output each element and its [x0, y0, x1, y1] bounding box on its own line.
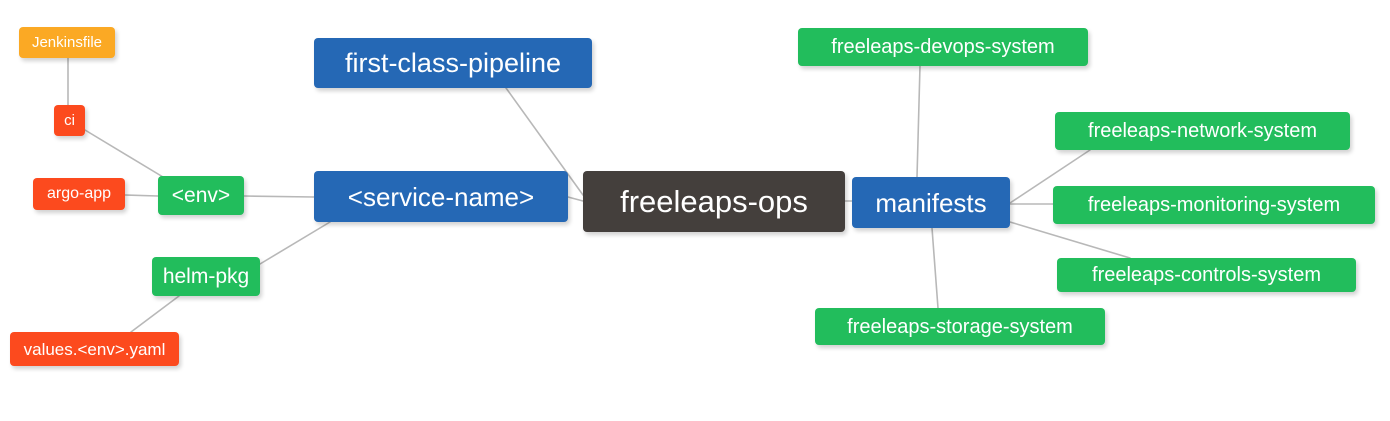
- edge-env-to-ci: [84, 129, 169, 181]
- edge-helm-pkg-to-values-env-yaml: [130, 295, 180, 333]
- node-label-freeleaps-network-system: freeleaps-network-system: [1088, 120, 1317, 142]
- node-label-first-class-pipeline: first-class-pipeline: [344, 47, 562, 78]
- edge-manifests-to-freeleaps-storage-system: [931, 227, 939, 309]
- node-values-env-yaml[interactable]: values.<env>.yaml: [10, 332, 179, 366]
- node-freeleaps-controls-system[interactable]: freeleaps-controls-system: [1057, 258, 1356, 292]
- node-label-helm-pkg: helm-pkg: [162, 265, 250, 288]
- edge-env-to-argo-app: [124, 194, 159, 197]
- node-helm-pkg[interactable]: helm-pkg: [152, 257, 260, 296]
- node-freeleaps-devops-system[interactable]: freeleaps-devops-system: [798, 28, 1088, 66]
- node-label-freeleaps-devops-system: freeleaps-devops-system: [831, 36, 1055, 58]
- node-env[interactable]: <env>: [158, 176, 244, 215]
- node-argo-app[interactable]: argo-app: [33, 178, 125, 210]
- edge-manifests-to-freeleaps-controls-system: [1009, 221, 1131, 259]
- node-label-freeleaps-storage-system: freeleaps-storage-system: [847, 315, 1073, 338]
- edge-freeleaps-ops-to-service-name: [567, 196, 584, 202]
- node-freeleaps-ops[interactable]: freeleaps-ops: [583, 171, 845, 232]
- node-label-freeleaps-monitoring-system: freeleaps-monitoring-system: [1087, 194, 1341, 216]
- edge-service-name-to-env: [243, 195, 315, 198]
- node-label-jenkinsfile: Jenkinsfile: [31, 34, 103, 51]
- edge-service-name-to-helm-pkg: [259, 221, 331, 265]
- node-manifests[interactable]: manifests: [852, 177, 1010, 228]
- node-label-freeleaps-ops: freeleaps-ops: [620, 184, 808, 219]
- node-label-values-env-yaml: values.<env>.yaml: [23, 339, 166, 359]
- node-freeleaps-monitoring-system[interactable]: freeleaps-monitoring-system: [1053, 186, 1375, 224]
- node-ci[interactable]: ci: [54, 105, 85, 136]
- node-label-service-name: <service-name>: [347, 181, 535, 212]
- node-service-name[interactable]: <service-name>: [314, 171, 568, 222]
- node-label-argo-app: argo-app: [46, 185, 112, 202]
- node-label-ci: ci: [64, 112, 75, 129]
- node-jenkinsfile[interactable]: Jenkinsfile: [19, 27, 115, 58]
- node-first-class-pipeline[interactable]: first-class-pipeline: [314, 38, 592, 88]
- node-label-manifests: manifests: [875, 187, 987, 218]
- node-label-freeleaps-controls-system: freeleaps-controls-system: [1092, 264, 1321, 286]
- edge-manifests-to-freeleaps-devops-system: [916, 65, 921, 178]
- node-freeleaps-network-system[interactable]: freeleaps-network-system: [1055, 112, 1350, 150]
- node-label-env: <env>: [171, 184, 231, 207]
- node-freeleaps-storage-system[interactable]: freeleaps-storage-system: [815, 308, 1105, 345]
